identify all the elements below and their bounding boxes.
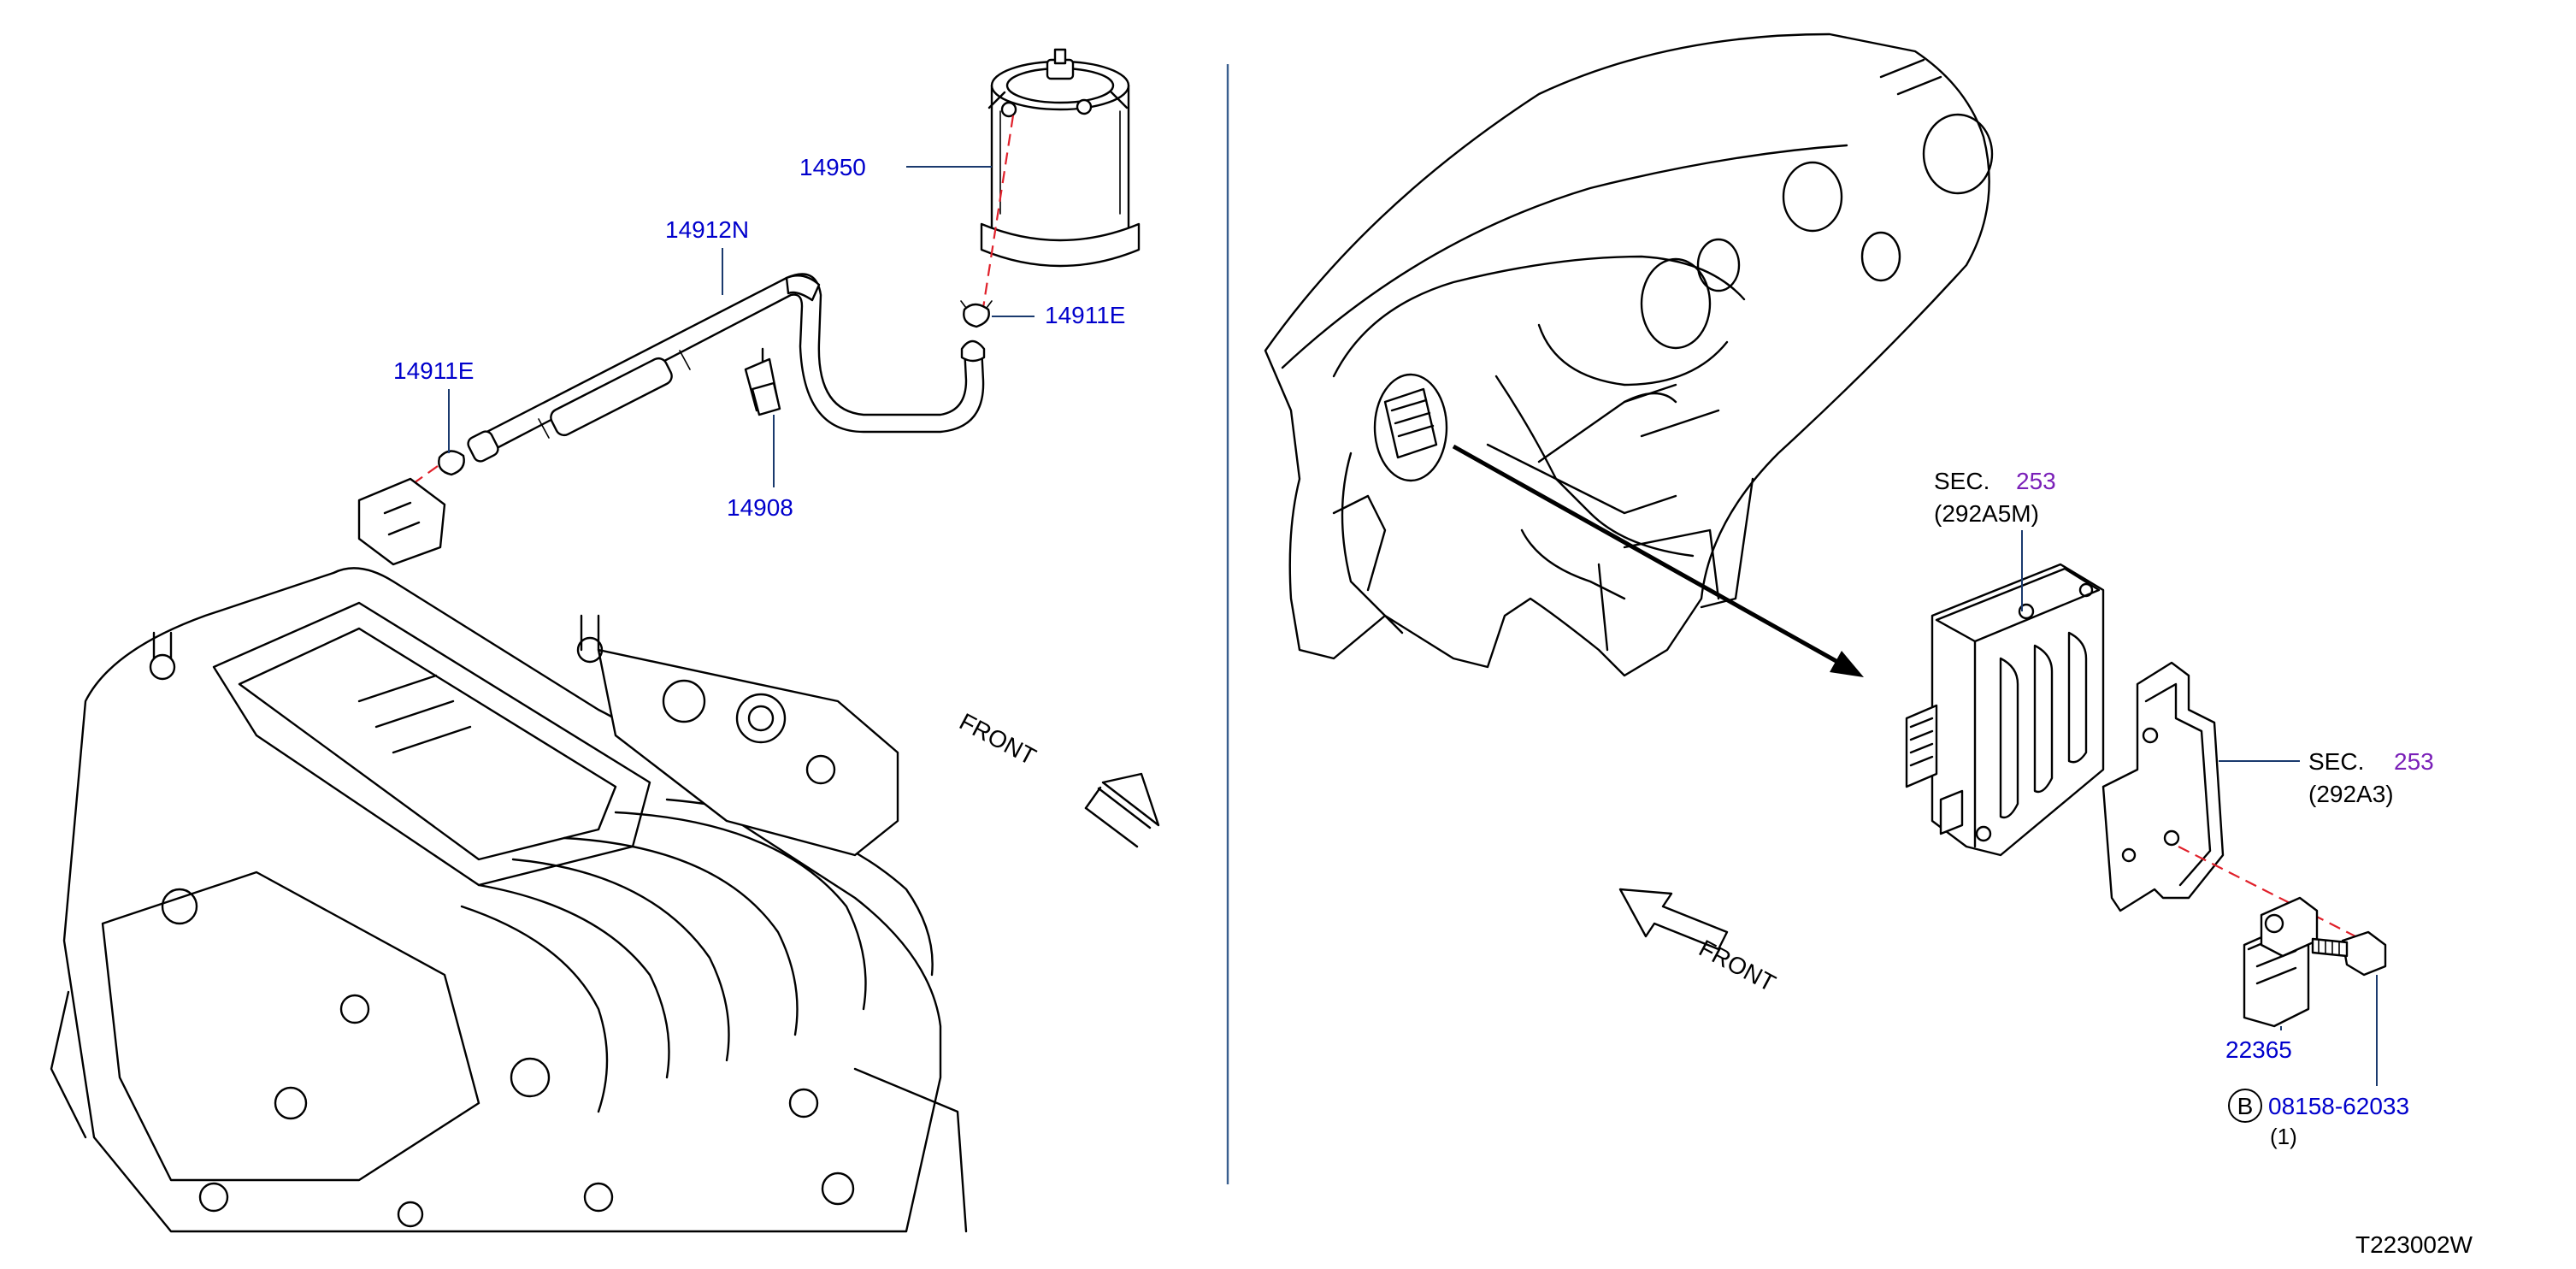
- mounting-bracket-drawing: [2101, 661, 2225, 912]
- front-label-right: FRONT: [1695, 935, 1780, 997]
- section-code-292a5m: (292A5M): [1934, 500, 2039, 527]
- section-code-292a3: (292A3): [2308, 781, 2394, 807]
- bolt-drawing: [2311, 930, 2387, 977]
- bolt-symbol: B: [2237, 1093, 2254, 1119]
- section-prefix-lower: SEC.: [2308, 748, 2364, 775]
- canister-fitting-dashed-line: [981, 115, 1015, 309]
- engine-drawing: [50, 477, 968, 1233]
- bolt-quantity: (1): [2270, 1124, 2297, 1149]
- part-number-14911e-lower: 14911E: [393, 357, 474, 384]
- evap-hose-drawing: [467, 273, 986, 463]
- part-number-14911e-upper: 14911E: [1045, 302, 1125, 328]
- part-number-14912n: 14912N: [665, 216, 749, 243]
- part-number-14908: 14908: [727, 494, 793, 521]
- section-number-lower: 253: [2394, 748, 2434, 775]
- left-panel: [50, 48, 1160, 1233]
- figure-id: T223002W: [2355, 1231, 2473, 1258]
- part-number-08158-62033: 08158-62033: [2268, 1093, 2409, 1119]
- front-arrow-left-drawing: [1084, 772, 1160, 848]
- section-number-upper: 253: [2016, 468, 2056, 494]
- location-arrow-line: [1452, 444, 1848, 670]
- sensor-22365-drawing: [2243, 896, 2319, 1028]
- section-prefix-upper: SEC.: [1934, 468, 1989, 494]
- front-arrow-right-drawing: [1618, 888, 1729, 951]
- part-number-22365: 22365: [2225, 1036, 2292, 1063]
- right-panel: [1264, 32, 2387, 1028]
- bolt-axis-dashed-line: [2178, 846, 2365, 941]
- part-number-14950: 14950: [799, 154, 866, 180]
- hose-clip-drawing: [744, 347, 781, 416]
- clamp-fitting-dashed-line: [401, 465, 439, 493]
- location-arrow-head: [1830, 651, 1864, 677]
- control-module-drawing: [1905, 563, 2105, 857]
- evap-canister-drawing: [980, 48, 1141, 268]
- front-label-left: FRONT: [955, 708, 1040, 770]
- hose-clamp-upper-drawing: [960, 300, 993, 328]
- bolt-symbol-circle: [2228, 1089, 2262, 1123]
- hose-clamp-lower-drawing: [438, 450, 465, 476]
- instrument-panel-drawing: [1264, 32, 1994, 677]
